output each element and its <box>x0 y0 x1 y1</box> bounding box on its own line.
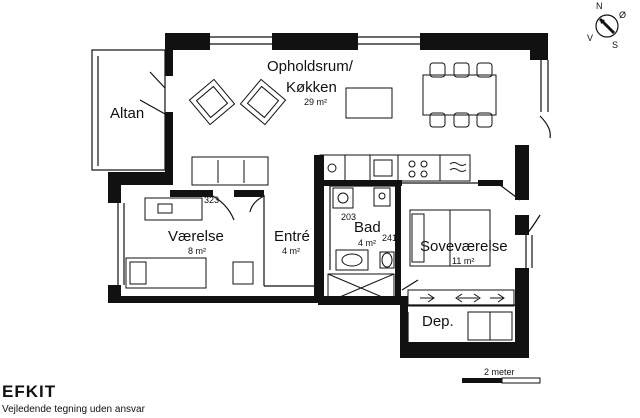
coffee-table <box>345 87 393 119</box>
wardrobe <box>407 289 515 307</box>
room-label-bath: Bad <box>354 219 381 236</box>
sink <box>335 249 369 271</box>
room-label-bedroom: Soveværelse <box>420 238 508 255</box>
thick-walls <box>108 33 548 358</box>
dimension-323: 323 <box>204 195 220 205</box>
toilet <box>379 251 395 269</box>
area-bath: 4 m² <box>358 238 376 248</box>
scale-label: 2 meter <box>484 367 515 377</box>
compass-v: V <box>587 33 594 43</box>
dimension-241: 241 <box>382 233 398 243</box>
area-living: 29 m² <box>304 97 328 107</box>
area-entry: 4 m² <box>282 246 300 256</box>
room-label-entry: Entré <box>274 228 310 245</box>
compass-s: S <box>612 40 619 50</box>
armchair <box>188 78 236 126</box>
desk <box>144 197 203 221</box>
brand-logo: EFKIT <box>2 382 57 401</box>
compass-o: Ø <box>619 10 627 20</box>
room-label-bedroom-small: Værelse <box>168 228 224 245</box>
shower <box>327 273 395 303</box>
dimension-203: 203 <box>341 212 357 222</box>
room-label-living: Opholdsrum/ <box>267 58 353 75</box>
compass-icon <box>595 14 619 38</box>
kitchen-counter <box>319 154 471 182</box>
sofa <box>191 156 269 186</box>
area-bedroom-small: 8 m² <box>188 246 206 256</box>
furniture <box>125 62 515 341</box>
bed <box>125 257 207 289</box>
washer <box>332 187 354 209</box>
disclaimer: Vejledende tegning uden ansvar <box>2 404 145 415</box>
dining-table <box>422 74 497 116</box>
room-label-storage: Dep. <box>422 313 454 330</box>
room-label-balcony: Altan <box>110 105 145 122</box>
compass-n: N <box>596 1 603 11</box>
armchair <box>239 78 287 126</box>
area-bedroom: 11 m² <box>452 256 475 266</box>
room-label-kitchen: Køkken <box>286 79 337 96</box>
scale-bar <box>462 377 541 384</box>
